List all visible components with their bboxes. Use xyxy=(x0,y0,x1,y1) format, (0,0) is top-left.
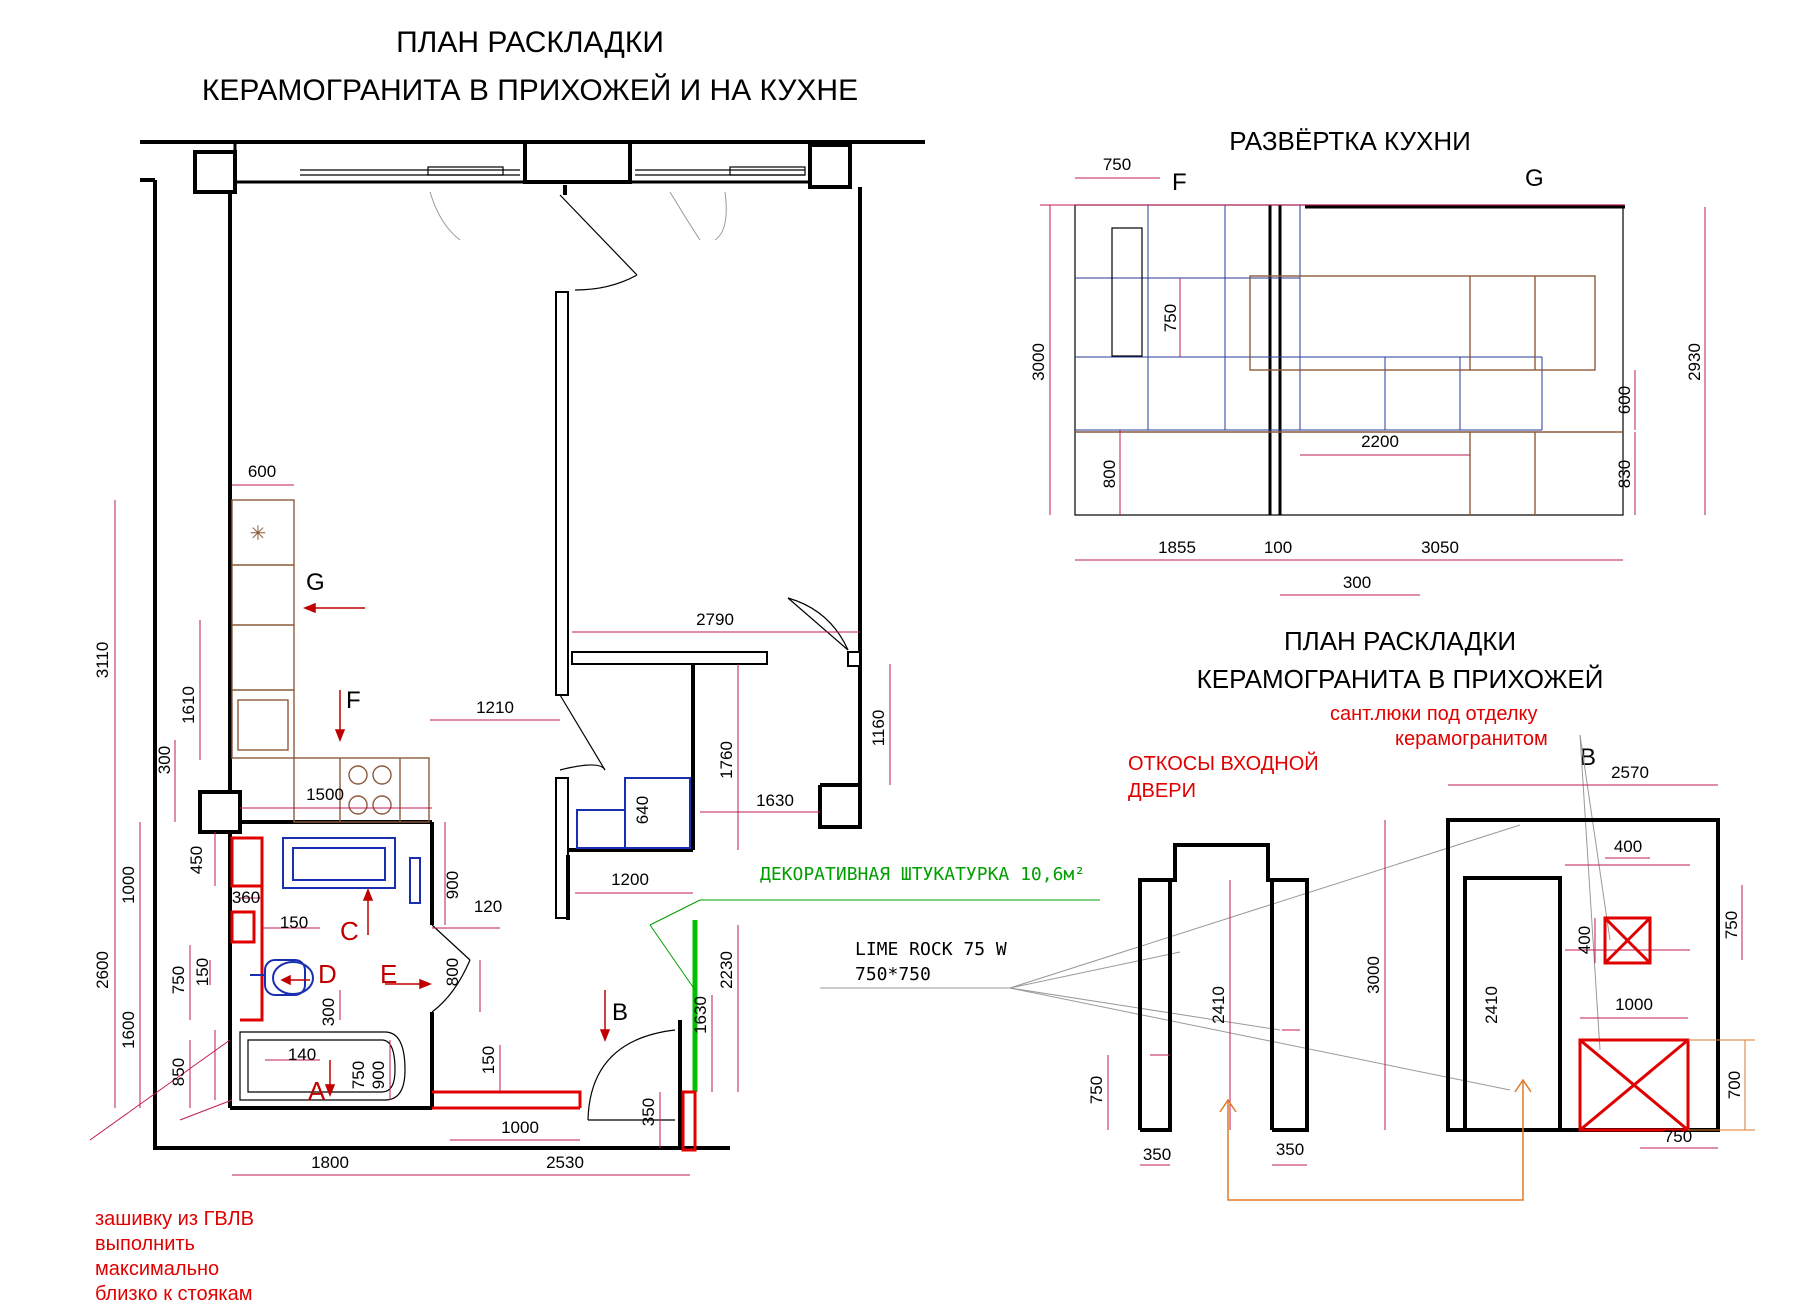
hall-title-line2: КЕРАМОГРАНИТА В ПРИХОЖЕЙ xyxy=(1197,664,1604,694)
dim-2230: 2230 xyxy=(717,951,736,989)
dim-900-a: 900 xyxy=(443,871,462,899)
dim-120: 120 xyxy=(474,897,502,916)
hdim-2410-right: 2410 xyxy=(1482,986,1501,1024)
dim-1210: 1210 xyxy=(476,698,514,717)
dim-360: 360 xyxy=(232,888,260,907)
kdim-2200: 2200 xyxy=(1361,432,1399,451)
hdim-2410-left: 2410 xyxy=(1209,986,1228,1024)
dim-1630-top: 1630 xyxy=(756,791,794,810)
hdim-750-bottom: 750 xyxy=(1664,1127,1692,1146)
kdim-3000: 3000 xyxy=(1029,343,1048,381)
kdim-750-top: 750 xyxy=(1103,155,1131,174)
hdim-350-b: 350 xyxy=(1276,1140,1304,1159)
dim-1000-left: 1000 xyxy=(119,866,138,904)
hatches-note-2: керамогранитом xyxy=(1395,728,1548,750)
gvlv-note-1: зашивку из ГВЛВ xyxy=(95,1208,254,1230)
dim-3110: 3110 xyxy=(93,642,112,679)
gvlv-note-4: близко к стоякам xyxy=(95,1283,252,1305)
dim-1630-bottom: 1630 xyxy=(691,996,710,1034)
decor-plaster-note: ДЕКОРАТИВНАЯ ШТУКАТУРКА 10,6м² xyxy=(760,864,1085,885)
label-b: B xyxy=(612,999,628,1026)
label-f: F xyxy=(346,687,361,714)
kitchen-elevation: F G 750 750 3000 2930 600 800 2200 830 1… xyxy=(1029,155,1706,596)
hdim-400-top: 400 xyxy=(1614,837,1642,856)
kdim-3050: 3050 xyxy=(1421,538,1459,557)
kdim-1855: 1855 xyxy=(1158,538,1196,557)
hall-layout: ОТКОСЫ ВХОДНОЙ ДВЕРИ сант.люки под отдел… xyxy=(1087,703,1755,1201)
dim-2790: 2790 xyxy=(696,610,734,629)
kdim-300: 300 xyxy=(1343,573,1371,592)
hdim-750-side: 750 xyxy=(1722,911,1741,939)
view-arrows xyxy=(280,602,611,1098)
main-title-line2: КЕРАМОГРАНИТА В ПРИХОЖЕЙ И НА КУХНЕ xyxy=(202,73,858,107)
hdim-2570: 2570 xyxy=(1611,763,1649,782)
fridge-icon: ✳ xyxy=(250,523,267,545)
dim-1600: 1600 xyxy=(119,1011,138,1049)
label-a: A xyxy=(308,1076,326,1106)
label-d: D xyxy=(318,959,337,989)
hall-title-line1: ПЛАН РАСКЛАДКИ xyxy=(1284,626,1516,656)
dim-1500: 1500 xyxy=(306,785,344,804)
dim-140: 140 xyxy=(288,1045,316,1064)
hdim-3000: 3000 xyxy=(1364,956,1383,994)
dim-300: 300 xyxy=(155,746,174,774)
dim-300-b: 300 xyxy=(319,998,338,1026)
door-slopes-note-1: ОТКОСЫ ВХОДНОЙ xyxy=(1128,751,1319,775)
dim-1800: 1800 xyxy=(311,1153,349,1172)
hdim-1000: 1000 xyxy=(1615,995,1653,1014)
label-e: E xyxy=(380,959,397,989)
dim-750-a: 750 xyxy=(169,966,188,994)
kitchen-elevation-title: РАЗВЁРТКА КУХНИ xyxy=(1229,126,1471,156)
dim-900-b: 900 xyxy=(369,1061,388,1089)
elev-label-g: G xyxy=(1525,165,1544,192)
gvlv-note-3: максимально xyxy=(95,1258,219,1280)
dim-450: 450 xyxy=(187,846,206,874)
plan-dimension-values: 600 3110 1610 300 1210 1500 2790 1760 11… xyxy=(93,462,888,1172)
hatches-note-1: сант.люки под отделку xyxy=(1330,703,1538,725)
dim-2530: 2530 xyxy=(546,1153,584,1172)
dim-150-a: 150 xyxy=(280,913,308,932)
dim-1000-bottom: 1000 xyxy=(501,1118,539,1137)
dim-1200: 1200 xyxy=(611,870,649,889)
kdim-100: 100 xyxy=(1264,538,1292,557)
gvlv-note-2: выполнить xyxy=(95,1233,195,1255)
hdim-350-a: 350 xyxy=(1143,1145,1171,1164)
label-c: C xyxy=(340,916,359,946)
dim-350: 350 xyxy=(639,1098,658,1126)
label-g: G xyxy=(306,569,325,596)
tile-name: LIME ROCK 75 W xyxy=(855,939,1007,960)
hdim-400-side: 400 xyxy=(1575,926,1594,954)
dim-150-b: 150 xyxy=(193,958,212,986)
dim-150-c: 150 xyxy=(479,1046,498,1074)
kdim-800: 800 xyxy=(1100,460,1119,488)
dim-800: 800 xyxy=(443,958,462,986)
kdim-750-side: 750 xyxy=(1161,304,1180,332)
dim-1610: 1610 xyxy=(179,686,198,724)
dim-2600: 2600 xyxy=(93,951,112,989)
kitchen-dimension-lines xyxy=(1040,177,1706,596)
dim-640: 640 xyxy=(633,796,652,824)
elev-label-f: F xyxy=(1172,169,1187,196)
door-slopes-note-2: ДВЕРИ xyxy=(1128,780,1196,802)
floor-plan: ✳ A B C D E F G xyxy=(89,140,1521,1305)
hdim-750-slope: 750 xyxy=(1087,1076,1106,1104)
tile-size: 750*750 xyxy=(855,964,931,985)
dim-850: 850 xyxy=(169,1058,188,1086)
hdim-700: 700 xyxy=(1725,1071,1744,1099)
kdim-600: 600 xyxy=(1615,386,1634,414)
kdim-830: 830 xyxy=(1615,460,1634,488)
dim-750-b: 750 xyxy=(349,1061,368,1089)
main-title-line1: ПЛАН РАСКЛАДКИ xyxy=(396,26,664,59)
kdim-2930: 2930 xyxy=(1685,343,1704,381)
dim-600: 600 xyxy=(248,462,276,481)
dim-1160: 1160 xyxy=(869,710,888,747)
dim-1760: 1760 xyxy=(717,741,736,779)
plan-dimension-lines xyxy=(89,484,891,1176)
